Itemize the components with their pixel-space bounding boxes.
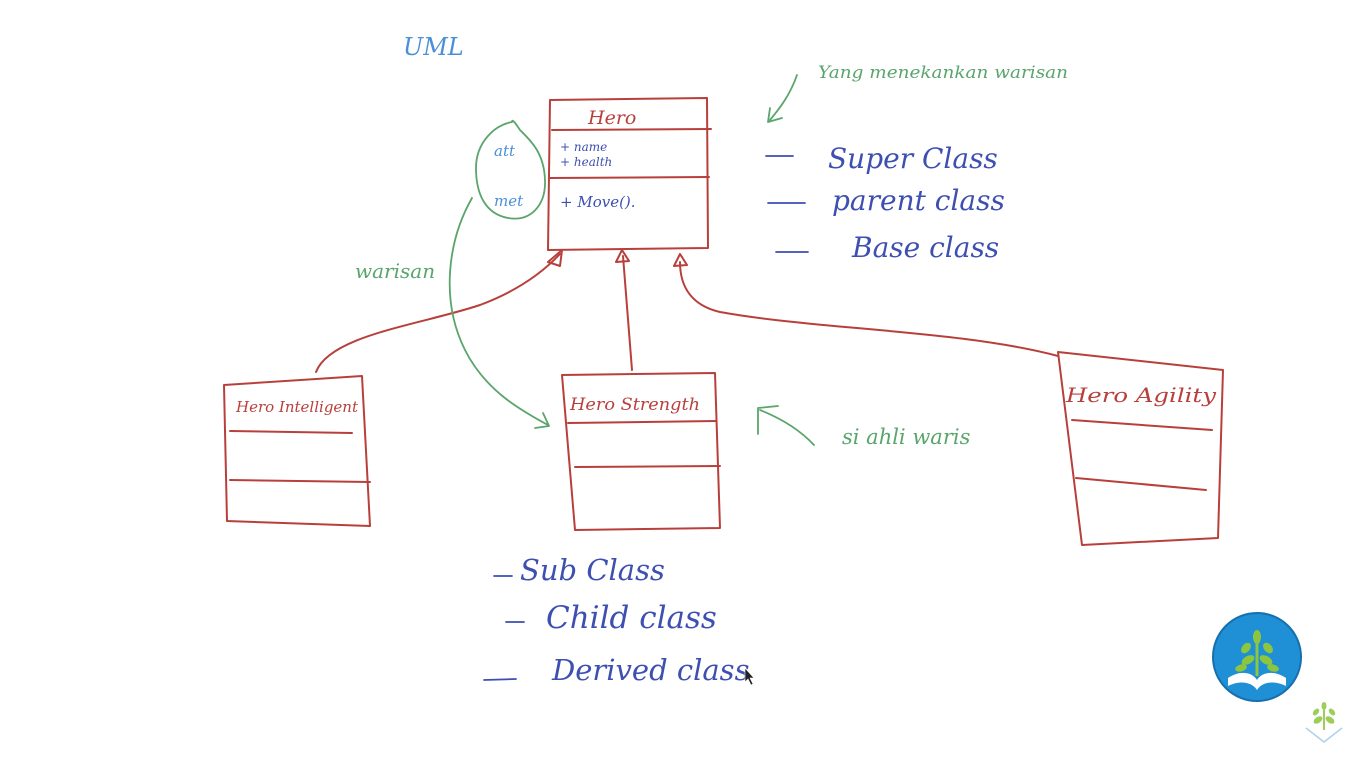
- uml-title: UML: [403, 33, 464, 61]
- hero-attribute-name: + name: [560, 140, 607, 154]
- parent-class-term: parent class: [832, 184, 1005, 217]
- hero-class-box: Hero + name + health + Move().: [547, 97, 712, 251]
- subclass-term: Sub Class: [520, 553, 665, 587]
- hero-intelligent-name: Hero Intelligent: [235, 398, 359, 416]
- hero-method-move: + Move().: [560, 193, 636, 211]
- hero-attribute-health: + health: [560, 155, 612, 169]
- attributes-label: att: [494, 142, 516, 160]
- hero-agility-name: Hero Agility: [1065, 383, 1217, 407]
- book-plant-logo[interactable]: [1212, 612, 1302, 702]
- methods-label: met: [494, 192, 524, 210]
- superclass-term: Super Class: [828, 142, 998, 175]
- inheritance-label: warisan: [355, 259, 435, 283]
- receiver-annotation: si ahli waris: [757, 405, 971, 449]
- subclass-terms: Sub Class Child class Derived class: [483, 553, 749, 687]
- inherits-annotation: Yang menekankan warisan: [767, 63, 1068, 123]
- inheritance-arrows: [315, 249, 1059, 373]
- hero-strength-name: Hero Strength: [569, 395, 700, 415]
- inherits-label: Yang menekankan warisan: [818, 63, 1068, 83]
- hero-strength-box: Hero Strength: [561, 372, 721, 531]
- derived-class-term: Derived class: [551, 653, 749, 687]
- mouse-cursor-icon: [744, 667, 755, 686]
- hero-class-name: Hero: [587, 107, 636, 129]
- inheritance-annotation: warisan: [355, 197, 550, 429]
- hero-agility-box: Hero Agility: [1057, 351, 1224, 546]
- receiver-label: si ahli waris: [842, 425, 971, 449]
- superclass-terms: Super Class parent class Base class: [765, 142, 1005, 264]
- hero-intelligent-box: Hero Intelligent: [223, 375, 371, 527]
- base-class-term: Base class: [851, 231, 999, 264]
- member-type-bubble: att met: [475, 119, 546, 220]
- plant-watermark-icon: [1305, 702, 1343, 743]
- child-class-term: Child class: [546, 600, 717, 636]
